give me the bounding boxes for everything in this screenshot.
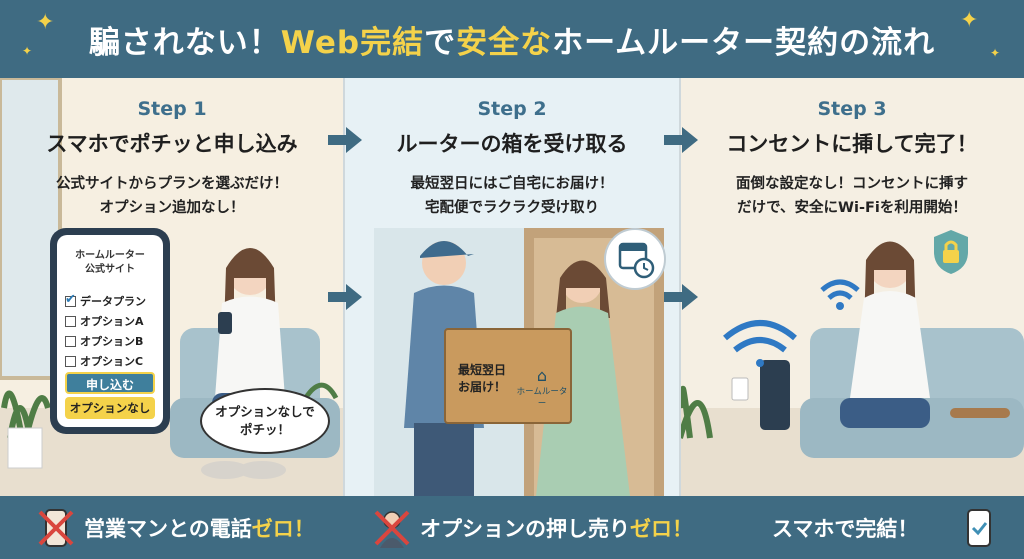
- description-line: 最短翌日にはご自宅にお届け！: [410, 176, 614, 192]
- arrow-right-icon: [328, 127, 362, 153]
- option-checkbox-b[interactable]: オプションB: [65, 333, 143, 349]
- site-name: ホームルーター: [75, 250, 145, 261]
- panel-divider: [343, 78, 345, 496]
- option-label: オプションA: [80, 315, 144, 328]
- house-icon: ⌂: [536, 366, 548, 385]
- bubble-line: オプションなしで: [215, 404, 315, 419]
- checkbox-icon[interactable]: [65, 335, 76, 347]
- description-line: だけで、安全にWi-Fiを利用開始！: [737, 200, 967, 216]
- title-highlight: Web完結: [280, 24, 425, 61]
- step-label: Step 2: [477, 98, 547, 120]
- no-option-button[interactable]: オプションなし: [65, 397, 155, 419]
- description-line: 公式サイトからプランを選ぶだけ！: [56, 176, 288, 192]
- footer-highlight: ゼロ！: [251, 516, 315, 541]
- step-description: 面倒な設定なし！コンセントに挿す だけで、安全にWi-Fiを利用開始！: [680, 172, 1024, 220]
- no-salesman-icon: [372, 506, 412, 550]
- sparkle-icon: ✦: [990, 46, 1001, 60]
- footer-item-complete-on-phone: スマホで完結！: [772, 496, 918, 559]
- box-logo-text: ホームルーター: [516, 387, 568, 409]
- footer-text: 営業マンとの電話: [84, 516, 252, 541]
- arrow-right-icon: [664, 284, 698, 310]
- box-label-line: お届け！: [458, 380, 507, 394]
- security-lock-icon: [930, 228, 972, 280]
- bubble-line: ポチッ！: [239, 422, 290, 437]
- footer-text: スマホで完結！: [772, 516, 919, 541]
- option-label: オプションB: [80, 335, 144, 348]
- footer-text: オプションの押し売り: [420, 516, 630, 541]
- option-label: オプションC: [80, 355, 144, 368]
- calendar-clock-icon: [604, 228, 666, 290]
- site-subtitle: 公式サイト: [85, 264, 135, 275]
- step-description: 公式サイトからプランを選ぶだけ！ オプション追加なし！: [0, 172, 344, 220]
- step-3-illustration: [680, 241, 1024, 496]
- router-box: 最短翌日 お届け！ ⌂ ホームルーター: [444, 328, 572, 424]
- phone-check-icon: [958, 506, 998, 550]
- no-phone-icon: [36, 506, 76, 550]
- box-logo: ⌂ ホームルーター: [516, 366, 568, 409]
- checkbox-checked-icon[interactable]: [65, 292, 76, 307]
- checkbox-icon[interactable]: [65, 355, 76, 367]
- option-label: データプラン: [80, 295, 146, 308]
- box-label: 最短翌日 お届け！: [458, 362, 506, 396]
- step-label: Step 1: [137, 98, 207, 120]
- step-3-panel: Step 3 コンセントに挿して完了！ 面倒な設定なし！コンセントに挿す だけで…: [680, 78, 1024, 496]
- speech-bubble: オプションなしで ポチッ！: [200, 388, 330, 454]
- step-description: 最短翌日にはご自宅にお届け！ 宅配便でラクラク受け取り: [344, 172, 680, 220]
- step-title: スマホでポチッと申し込み: [46, 132, 298, 156]
- step-title: コンセントに挿して完了！: [726, 132, 978, 156]
- phone-screen: ホームルーター 公式サイト データプラン オプションA オプションB オプション…: [57, 235, 163, 427]
- step-title: ルーターの箱を受け取る: [396, 132, 628, 156]
- sparkle-icon: ✦: [36, 10, 55, 35]
- description-line: オプション追加なし！: [99, 200, 245, 216]
- title-part: で: [424, 24, 457, 61]
- arrow-right-icon: [664, 127, 698, 153]
- wifi-icon: [818, 278, 862, 316]
- footer-banner: 営業マンとの電話ゼロ！ オプションの押し売りゼロ！ スマホで完結！: [0, 496, 1024, 559]
- checkbox-icon[interactable]: [65, 315, 76, 327]
- footer-highlight: ゼロ！: [630, 516, 693, 541]
- title-part: 騙されない！: [88, 24, 281, 61]
- phone-site-header: ホームルーター 公式サイト: [57, 249, 163, 277]
- title-highlight: 安全な: [456, 24, 553, 61]
- step-label: Step 3: [817, 98, 887, 120]
- header-banner: [0, 0, 1024, 78]
- option-checkbox-c[interactable]: オプションC: [65, 353, 143, 369]
- arrow-right-icon: [328, 284, 362, 310]
- step-1-panel: Step 1 スマホでポチッと申し込み 公式サイトからプランを選ぶだけ！ オプシ…: [0, 78, 344, 496]
- title-part: ホームルーター契約の流れ: [552, 24, 936, 61]
- sparkle-icon: ✦: [22, 44, 33, 58]
- smartphone-mockup: ホームルーター 公式サイト データプラン オプションA オプションB オプション…: [50, 228, 170, 434]
- panel-divider: [679, 78, 681, 496]
- footer-item-no-option-upsell: オプションの押し売りゼロ！: [420, 496, 693, 559]
- option-checkbox-a[interactable]: オプションA: [65, 313, 144, 329]
- footer-item-no-sales-calls: 営業マンとの電話ゼロ！: [84, 496, 315, 559]
- description-line: 宅配便でラクラク受け取り: [425, 200, 599, 216]
- box-label-line: 最短翌日: [458, 363, 507, 377]
- description-line: 面倒な設定なし！コンセントに挿す: [736, 176, 968, 192]
- option-checkbox-data-plan[interactable]: データプラン: [65, 292, 146, 309]
- apply-button[interactable]: 申し込む: [65, 372, 155, 394]
- step-2-panel: Step 2 ルーターの箱を受け取る 最短翌日にはご自宅にお届け！ 宅配便でラク…: [344, 78, 680, 496]
- page-title: 騙されない！Web完結で安全なホームルーター契約の流れ: [0, 0, 1024, 78]
- sparkle-icon: ✦: [960, 8, 979, 33]
